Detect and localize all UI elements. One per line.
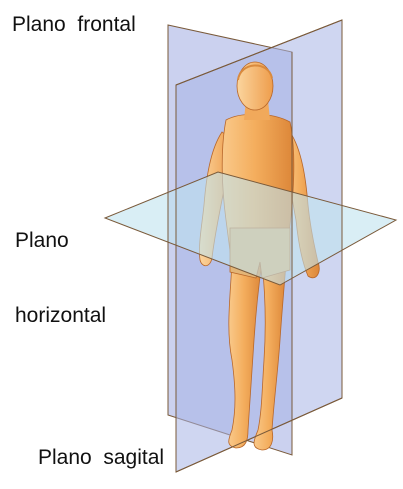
sagittal-plane-label: Plano sagital (38, 445, 164, 470)
horizontal-plane-label-line2: horizontal (15, 303, 106, 328)
horizontal-plane-label: Plano horizontal (15, 178, 106, 378)
frontal-plane-label: Plano frontal (12, 12, 136, 37)
horizontal-plane-label-line1: Plano (15, 228, 106, 253)
horizontal-plane (105, 172, 396, 285)
